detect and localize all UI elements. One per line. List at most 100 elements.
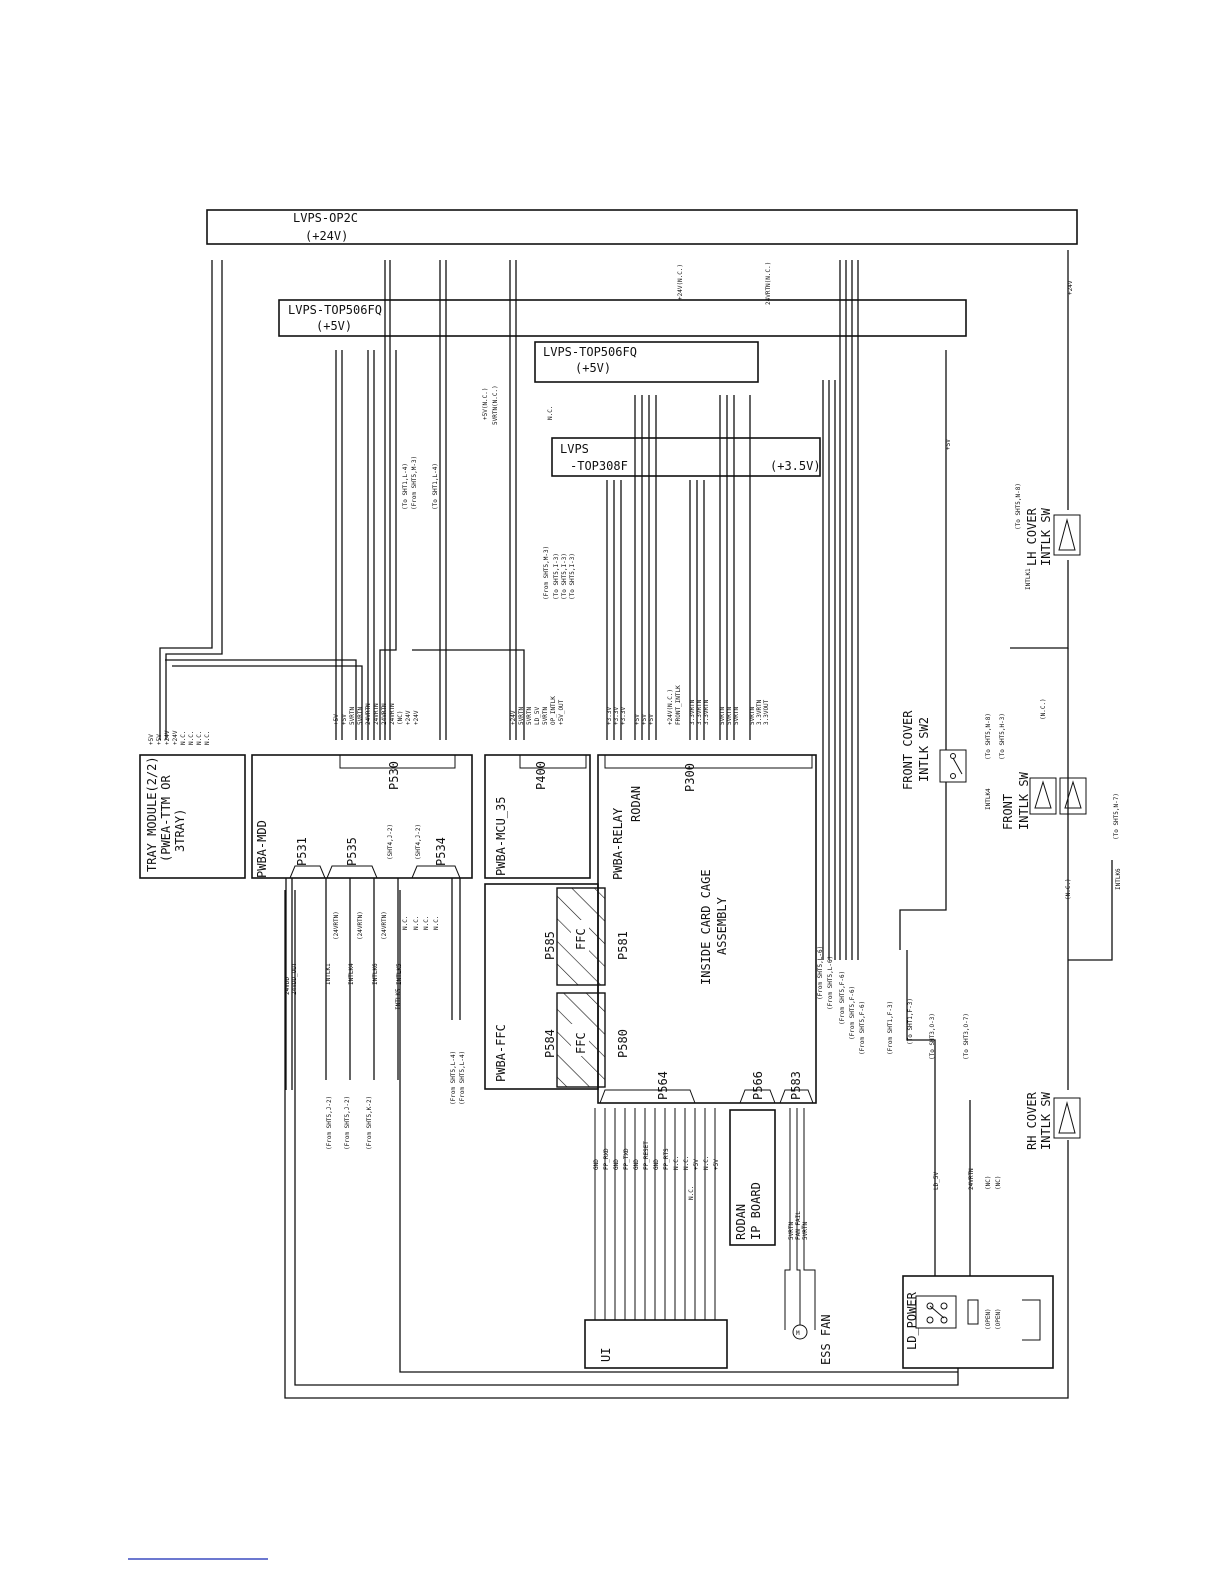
ffc-label-top: FFC xyxy=(574,928,588,950)
ref-ld-1: (From SHT1,F-3) xyxy=(887,1001,894,1055)
p535-rtn-1: (24VRTN) xyxy=(333,911,340,940)
side-v24: +24V xyxy=(1067,280,1074,295)
ref-mdd-3: (From SHT5,K-2) xyxy=(366,1096,373,1150)
p400-sig-7: +5V_OUT xyxy=(558,699,565,725)
ref-sht4-2: (SHT4,J-2) xyxy=(415,824,422,860)
lvps-top308f-box: LVPS -TOP308F (+3.5V) xyxy=(551,437,821,477)
side-nc-p564: N.C. xyxy=(688,1186,695,1200)
tray-sig-1: +5V xyxy=(148,734,155,745)
p535-sig-4: INTLK5 xyxy=(396,963,403,985)
lvps-top308f-model: -TOP308F xyxy=(570,459,628,473)
ld-sig-1: LD_5V xyxy=(933,1172,940,1190)
ref-top-1: (To SHT1,L-4) xyxy=(402,463,409,510)
side-nc-2: (N.C.) xyxy=(1065,878,1072,900)
p564-sig-12: N.C. xyxy=(703,1156,710,1170)
ui-label: UI xyxy=(599,1348,613,1362)
ld-sig-3: (NC) xyxy=(985,1176,992,1190)
p564-signal-labels: GND FP_RXD GND FP_TXD GND FP_RESET GND F… xyxy=(593,1141,720,1170)
ref-ld-2: (To SHT1,F-3) xyxy=(907,998,914,1045)
mdd-left-refs: (From SHT5,J-2) (From SHT5,J-2) (From SH… xyxy=(326,1096,373,1150)
lvps-top506fq-b-voltage: (+5V) xyxy=(575,361,611,375)
ffc-label-bottom: FFC xyxy=(574,1032,588,1054)
p564-sig-7: GND xyxy=(653,1159,660,1170)
p585-label: P585 xyxy=(543,931,557,960)
p583-sig-2: FAN_FAIL xyxy=(795,1211,802,1240)
p530-sig-7: 24VRTN xyxy=(381,703,388,725)
front-cover-line1: FRONT COVER xyxy=(901,710,915,790)
tray-sig-7: N.C. xyxy=(196,731,203,745)
p300-sig-5: +5V xyxy=(641,714,648,725)
lh-cover-line1: LH COVER xyxy=(1025,507,1039,566)
rh-cover-sw: RH COVER INTLK SW xyxy=(1025,1091,1081,1150)
side-intlk4: INTLK4 xyxy=(985,788,992,810)
ld-power-box: LD_POWER (OPEN) (OPEN) xyxy=(902,1275,1054,1369)
p583-label: P583 xyxy=(789,1071,803,1100)
p535-signal-labels: INTLK1 INTLK4 INTLK6 INTLK5 (24VRTN) (24… xyxy=(325,911,403,985)
p531-signal-labels: 24VDD 24VDD_OUT xyxy=(284,962,298,995)
ld-power-label: LD_POWER xyxy=(905,1291,919,1350)
pwba-relay-sub: RODAN xyxy=(629,786,643,822)
p300-sig-11: 3.3VRTN xyxy=(703,699,710,725)
pwba-mdd-box: PWBA-MDD P531 P535 P534 P530 xyxy=(251,754,473,879)
p534-sig-3: N.C. xyxy=(423,916,430,930)
lvps-top506fq-b-label: LVPS-TOP506FQ xyxy=(543,345,637,359)
rh-cover-line1: RH COVER xyxy=(1025,1091,1039,1150)
ref-top-3: (To SHT1,L-4) xyxy=(432,463,439,510)
ref-sht4-1: (SHT4,J-2) xyxy=(387,824,394,860)
tray-sig-2: +5V xyxy=(156,734,163,745)
p581-label: P581 xyxy=(616,931,630,960)
ref-sw-2: (To SHT5,H-3) xyxy=(999,713,1006,760)
p300-sig-9: 3.3VRTN xyxy=(689,699,696,725)
pwba-mcu-label: PWBA-MCU_35 xyxy=(494,797,508,876)
p530-sig-6: 24VRTN xyxy=(373,703,380,725)
p530-sig-9: (NC) xyxy=(397,711,404,725)
front-intlk-line1: FRONT xyxy=(1001,794,1015,830)
p564-sig-10: N.C. xyxy=(683,1156,690,1170)
p300-sig-7: +24V(N.C.) xyxy=(667,689,674,725)
fan-m-label: M xyxy=(796,1330,800,1337)
mdd-p530-signal-labels: +5V +5V 5VRTN 5VRTN 24VRTN 24VRTN 24VRTN… xyxy=(333,703,420,725)
ref-relay-2: (From SHT5,L-6) xyxy=(827,956,834,1010)
relay-refs: (From SHT5,L-6) (From SHT5,L-6) (From SH… xyxy=(817,946,866,1055)
ref-sw-3: (To SHT5,N-7) xyxy=(1113,793,1120,840)
ref-relay-1: (From SHT5,L-6) xyxy=(817,946,824,1000)
side-rtn24: 24VRTN(N.C.) xyxy=(765,262,772,305)
ld-sig-2: 24VRTN xyxy=(968,1168,975,1190)
p300-sig-4: +5V xyxy=(634,714,641,725)
p530-sig-11: +24V xyxy=(413,710,420,725)
tray-sig-6: N.C. xyxy=(188,731,195,745)
lvps-top506fq-b-box: LVPS-TOP506FQ (+5V) xyxy=(534,341,759,383)
side-v5: +5V xyxy=(945,439,952,450)
card-cage-line1: INSIDE CARD CAGE xyxy=(699,869,713,985)
rodan-ip-board-box: RODAN IP BOARD xyxy=(729,1109,776,1246)
tray-module-box: TRAY MODULE(2/2) (PWEA-TTM OR 3TRAY) xyxy=(139,754,246,879)
p300-sig-17: 3.3VOUT xyxy=(763,699,770,725)
side-intlk1: INTLK1 xyxy=(1025,568,1032,590)
side-intlk5: INTLK5 xyxy=(395,988,402,1010)
p535-label: P535 xyxy=(345,837,359,866)
ref-relay-5: (From SHT5,F-6) xyxy=(859,1001,866,1055)
ess-fan-label: ESS FAN xyxy=(819,1314,833,1365)
lvps-top308f-label: LVPS xyxy=(560,442,589,456)
p564-sig-13: +5V xyxy=(713,1159,720,1170)
p583-sig-1: 5VRTN xyxy=(788,1222,795,1240)
ld-sig-4: (NC) xyxy=(995,1176,1002,1190)
side-plus24: +24V(N.C.) xyxy=(677,264,684,300)
ref-sw-1: (To SHT5,N-8) xyxy=(985,713,992,760)
ld-open-2: (OPEN) xyxy=(995,1308,1002,1330)
front-cover-sw2: FRONT COVER INTLK SW2 xyxy=(901,710,967,790)
p535-sig-2: INTLK4 xyxy=(348,963,355,985)
lvps-top506fq-a-label: LVPS-TOP506FQ xyxy=(288,303,382,317)
lvps-top506fq-a-box: LVPS-TOP506FQ (+5V) xyxy=(278,299,967,337)
side-nc: N.C. xyxy=(547,406,554,420)
p531-label: P531 xyxy=(295,837,309,866)
p530-sig-10: +24V xyxy=(405,710,412,725)
wires xyxy=(159,250,1113,1399)
tray-sig-4: +24V xyxy=(172,730,179,745)
ref-sw-4: (To SHT5,N-8) xyxy=(1015,483,1022,530)
p534-sig-1: N.C. xyxy=(402,916,409,930)
p534-refs: (From SHT5,L-4) (From SHT5,L-4) xyxy=(450,1051,466,1105)
switch-refs: (To SHT5,N-8) (To SHT5,H-3) (To SHT5,N-7… xyxy=(985,483,1120,840)
p535-sig-3: INTLK6 xyxy=(372,963,379,985)
ld-open-1: (OPEN) xyxy=(985,1308,992,1330)
